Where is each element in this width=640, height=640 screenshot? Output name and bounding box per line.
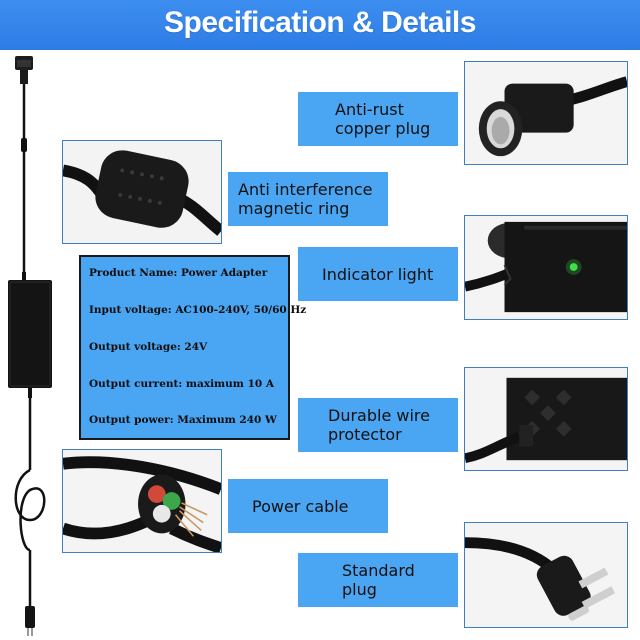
specification-box: Product Name: Power Adapter Input voltag… xyxy=(79,255,306,440)
socket-plug-photo xyxy=(464,61,628,165)
indicator-light-photo xyxy=(464,215,628,320)
header-banner: Specification & Details xyxy=(0,0,640,50)
label-anti-rust-copper-plug: Anti-rust copper plug xyxy=(298,92,458,146)
standard-plug-photo xyxy=(464,522,628,628)
label-indicator-light: Indicator light xyxy=(298,247,458,301)
spec-output-power: Output power: Maximum 240 W xyxy=(89,414,277,426)
label-durable-wire-protector: Durable wire protector xyxy=(298,398,458,452)
spec-product-name: Product Name: Power Adapter xyxy=(89,267,268,279)
spec-input-voltage: Input voltage: AC100-240V, 50/60 Hz xyxy=(89,304,307,316)
wire-protector-photo xyxy=(464,367,628,471)
label-anti-interference-magnetic-ring: Anti interference magnetic ring xyxy=(228,172,388,226)
adapter-product-illustration xyxy=(8,56,52,636)
spec-output-current: Output current: maximum 10 A xyxy=(89,378,274,390)
page-title: Specification & Details xyxy=(164,6,476,39)
power-cable-photo xyxy=(62,449,222,553)
label-power-cable: Power cable xyxy=(228,479,388,533)
magnetic-ring-photo xyxy=(62,140,222,244)
label-standard-plug: Standard plug xyxy=(298,553,458,607)
spec-output-voltage: Output voltage: 24V xyxy=(89,341,208,353)
